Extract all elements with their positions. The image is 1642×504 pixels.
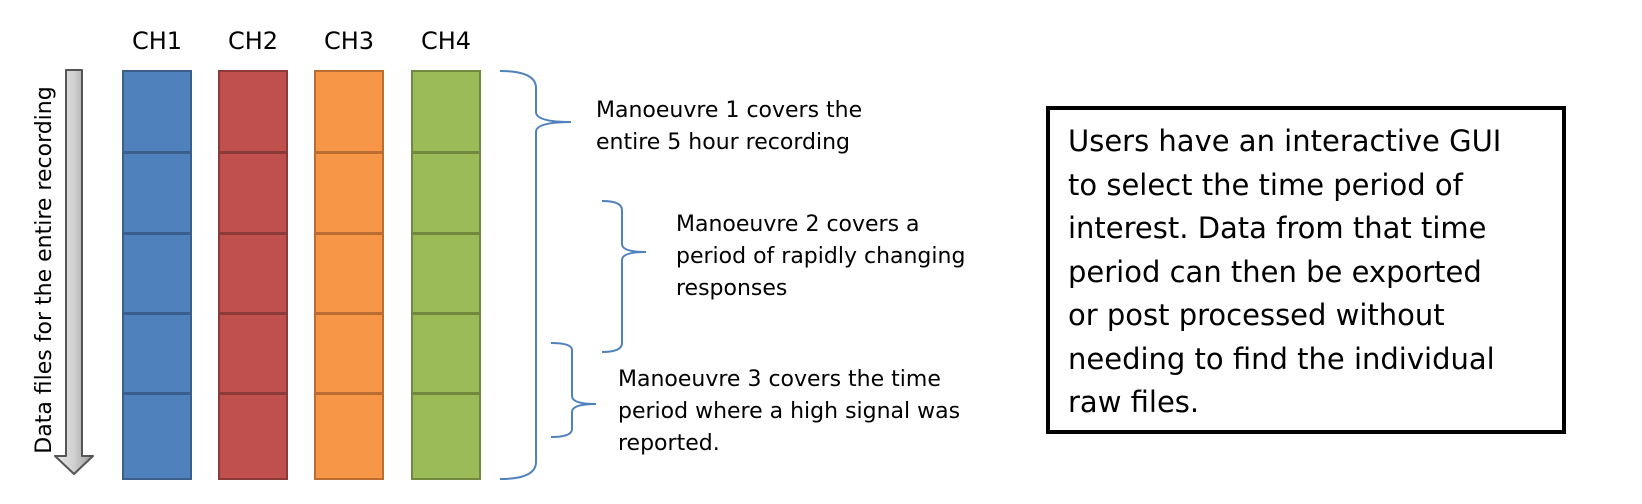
channel-column-ch3 <box>314 70 384 480</box>
description-line-5: or post processed without <box>1068 298 1445 332</box>
file-divider <box>124 232 190 235</box>
file-divider <box>413 312 479 315</box>
description-line-4: period can then be exported <box>1068 254 1482 289</box>
manoeuvre-3-line-3: reported. <box>618 431 720 456</box>
bracket-manoeuvre-2 <box>601 200 647 353</box>
file-divider <box>413 151 479 154</box>
description-line-2: to select the time period of <box>1068 167 1463 202</box>
file-divider <box>316 312 382 315</box>
manoeuvre-3-line-1: Manoeuvre 3 covers the time <box>618 367 941 392</box>
channel-label-ch4: CH4 <box>420 27 472 55</box>
manoeuvre-2-line-2: period of rapidly changing <box>676 244 966 269</box>
description-line-1: Users have an interactive GUI <box>1068 124 1502 158</box>
file-divider <box>316 392 382 395</box>
description-line-7: raw files. <box>1068 385 1200 419</box>
file-divider <box>220 232 286 235</box>
channel-label-ch3: CH3 <box>323 27 375 55</box>
channel-column-ch2 <box>218 70 288 480</box>
manoeuvre-1-note: Manoeuvre 1 covers the entire 5 hour rec… <box>596 95 862 159</box>
bracket-manoeuvre-3 <box>550 342 597 438</box>
file-divider <box>316 232 382 235</box>
file-divider <box>220 312 286 315</box>
file-divider <box>413 392 479 395</box>
manoeuvre-2-note: Manoeuvre 2 covers a period of rapidly c… <box>676 209 965 305</box>
file-divider <box>124 151 190 154</box>
description-box: Users have an interactive GUI to select … <box>1046 106 1566 434</box>
manoeuvre-2-line-1: Manoeuvre 2 covers a <box>676 212 920 237</box>
description-line-6: needing to find the individual <box>1068 341 1495 376</box>
channel-label-ch1: CH1 <box>131 27 183 55</box>
down-arrow-icon <box>54 69 94 475</box>
manoeuvre-1-line-1: Manoeuvre 1 covers the <box>596 98 863 123</box>
manoeuvre-2-line-3: responses <box>676 276 788 301</box>
file-divider <box>413 232 479 235</box>
file-divider <box>124 312 190 315</box>
file-divider <box>316 151 382 154</box>
manoeuvre-1-line-2: entire 5 hour recording <box>596 130 850 155</box>
file-divider <box>220 151 286 154</box>
description-line-3: interest. Data from that time <box>1068 211 1487 245</box>
file-divider <box>220 392 286 395</box>
manoeuvre-3-note: Manoeuvre 3 covers the time period where… <box>618 364 960 460</box>
channel-column-ch4 <box>411 70 481 480</box>
manoeuvre-3-line-2: period where a high signal was <box>618 399 961 424</box>
bracket-manoeuvre-1 <box>499 70 572 480</box>
file-divider <box>124 392 190 395</box>
channel-column-ch1 <box>122 70 192 480</box>
channel-label-ch2: CH2 <box>227 27 279 55</box>
